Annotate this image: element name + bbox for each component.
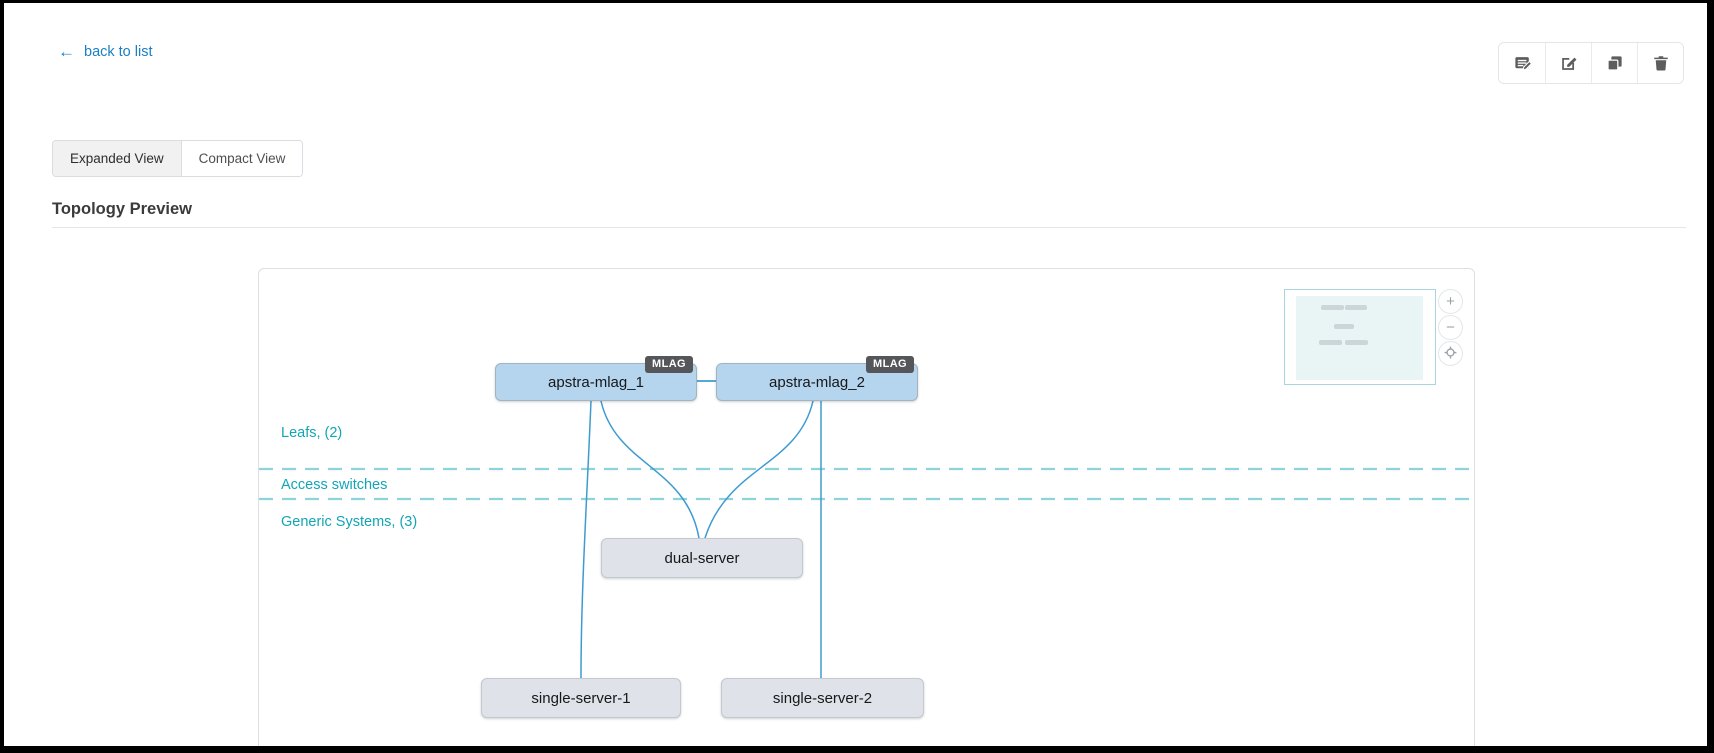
link-leaf1-single-server-1 <box>580 400 592 679</box>
topology-canvas[interactable]: Leafs, (2) Access switches Generic Syste… <box>258 268 1475 746</box>
minimap-viewport <box>1296 296 1423 380</box>
node-single-server-1[interactable]: single-server-1 <box>481 678 681 718</box>
link-leaf2-dual-server <box>704 400 814 539</box>
back-to-list-label: back to list <box>84 43 153 60</box>
left-arrow-icon: ← <box>58 42 75 61</box>
section-divider <box>52 227 1686 228</box>
minimap-node-bar <box>1321 305 1344 310</box>
clone-icon <box>1605 54 1624 73</box>
node-label: single-server-2 <box>772 689 873 707</box>
trash-icon <box>1652 54 1670 72</box>
minimap-node-bar <box>1345 340 1368 345</box>
minimap-node-bar <box>1319 340 1342 345</box>
group-label-generic-systems: Generic Systems, (3) <box>281 514 418 530</box>
node-apstra-mlag-2[interactable]: apstra-mlag_2 MLAG <box>716 356 918 401</box>
mlag-badge: MLAG <box>866 356 914 373</box>
node-dual-server[interactable]: dual-server <box>601 538 803 578</box>
edit-button[interactable] <box>1545 43 1591 83</box>
zoom-out-button[interactable]: − <box>1438 315 1463 340</box>
view-toggle: Expanded View Compact View <box>52 140 304 177</box>
node-label: single-server-1 <box>531 689 631 707</box>
fit-view-button[interactable] <box>1438 341 1463 366</box>
minimap[interactable] <box>1284 289 1436 385</box>
node-label: apstra-mlag_2 <box>769 373 865 391</box>
tab-expanded-view[interactable]: Expanded View <box>53 141 182 176</box>
node-single-server-2[interactable]: single-server-2 <box>721 678 924 718</box>
section-title: Topology Preview <box>52 200 192 218</box>
clone-button[interactable] <box>1591 43 1637 83</box>
group-label-access-switches: Access switches <box>281 477 388 493</box>
node-label: apstra-mlag_1 <box>548 373 644 391</box>
note-pencil-icon <box>1513 54 1532 73</box>
edit-notes-button[interactable] <box>1499 43 1545 83</box>
mlag-badge: MLAG <box>645 356 693 373</box>
minimap-node-bar <box>1345 305 1367 310</box>
tab-compact-view[interactable]: Compact View <box>181 141 303 176</box>
node-label: dual-server <box>664 549 740 567</box>
group-label-leafs: Leafs, (2) <box>281 425 343 441</box>
crosshair-icon <box>1443 345 1458 363</box>
node-apstra-mlag-1[interactable]: apstra-mlag_1 MLAG <box>495 356 697 401</box>
canvas-controls: + − <box>1438 289 1463 367</box>
zoom-in-button[interactable]: + <box>1438 289 1463 314</box>
edit-icon <box>1559 54 1578 73</box>
back-to-list-link[interactable]: ← back to list <box>58 43 153 60</box>
toolbar <box>1498 42 1684 84</box>
minimap-node-bar <box>1334 324 1354 329</box>
link-leaf1-dual-server <box>600 400 700 539</box>
delete-button[interactable] <box>1637 43 1683 83</box>
